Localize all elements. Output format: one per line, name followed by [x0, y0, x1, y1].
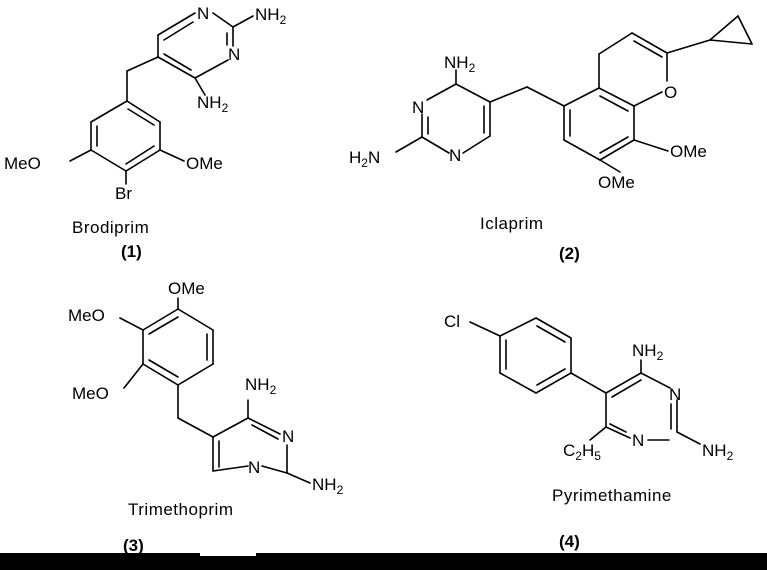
brodiprim-structure: N NH2 N NH2 MeO OMe Br Brodiprim (1) — [4, 4, 287, 261]
bottom-black-bar — [0, 553, 767, 570]
trimethoprim-atom-n3: N — [248, 458, 260, 477]
bottom-bar-gap — [200, 553, 256, 556]
iclaprim-atom-nh2: NH2 — [444, 53, 476, 75]
trimethoprim-atom-n1: N — [282, 427, 294, 446]
compound-number-3: (3) — [123, 536, 144, 555]
compound-number-2: (2) — [559, 244, 580, 263]
pyrimethamine-atom-nh2-top: NH2 — [632, 341, 664, 363]
pyrimethamine-name: Pyrimethamine — [552, 486, 672, 505]
pyrimethamine-atom-n3: N — [632, 431, 644, 450]
pyrimethamine-atom-nh2-right: NH2 — [702, 441, 734, 463]
brodiprim-atom-nh2-bottom: NH2 — [197, 93, 229, 115]
iclaprim-atom-ome-bottom: OMe — [598, 173, 635, 192]
brodiprim-atom-n3: N — [228, 45, 240, 64]
iclaprim-atom-h2n: H2N — [349, 148, 380, 170]
brodiprim-name: Brodiprim — [72, 218, 149, 237]
pyrimethamine-structure: Cl NH2 N N C2H5 NH2 Pyrimethamine (4) — [444, 312, 734, 551]
trimethoprim-atom-ome: OMe — [168, 279, 205, 298]
iclaprim-atom-o: O — [664, 83, 677, 102]
brodiprim-atom-nh2-top: NH2 — [255, 5, 287, 27]
trimethoprim-atom-nh2-right: NH2 — [312, 475, 344, 497]
pyrimethamine-atom-cl: Cl — [444, 312, 460, 331]
iclaprim-structure: NH2 N N H2N O OMe OMe Iclaprim (2) — [349, 15, 753, 263]
brodiprim-atom-ome: OMe — [186, 154, 223, 173]
trimethoprim-name: Trimethoprim — [128, 500, 234, 519]
trimethoprim-atom-meo-mid: MeO — [68, 306, 105, 325]
iclaprim-name: Iclaprim — [480, 214, 544, 233]
brodiprim-atom-meo: MeO — [4, 154, 41, 173]
iclaprim-atom-ome-right: OMe — [670, 142, 707, 161]
compound-number-1: (1) — [121, 242, 142, 261]
pyrimethamine-atom-ethyl: C2H5 — [563, 441, 601, 463]
compound-number-4: (4) — [559, 532, 580, 551]
trimethoprim-structure: OMe MeO MeO NH2 N N NH2 Trimethoprim (3) — [68, 279, 344, 555]
trimethoprim-atom-meo-low: MeO — [72, 384, 109, 403]
pyrimethamine-atom-n1: N — [669, 385, 681, 404]
iclaprim-atom-n3: N — [449, 146, 461, 165]
trimethoprim-atom-nh2-top: NH2 — [245, 375, 277, 397]
iclaprim-atom-n1: N — [412, 98, 424, 117]
brodiprim-atom-br: Br — [115, 184, 132, 203]
brodiprim-atom-n1: N — [197, 4, 209, 23]
